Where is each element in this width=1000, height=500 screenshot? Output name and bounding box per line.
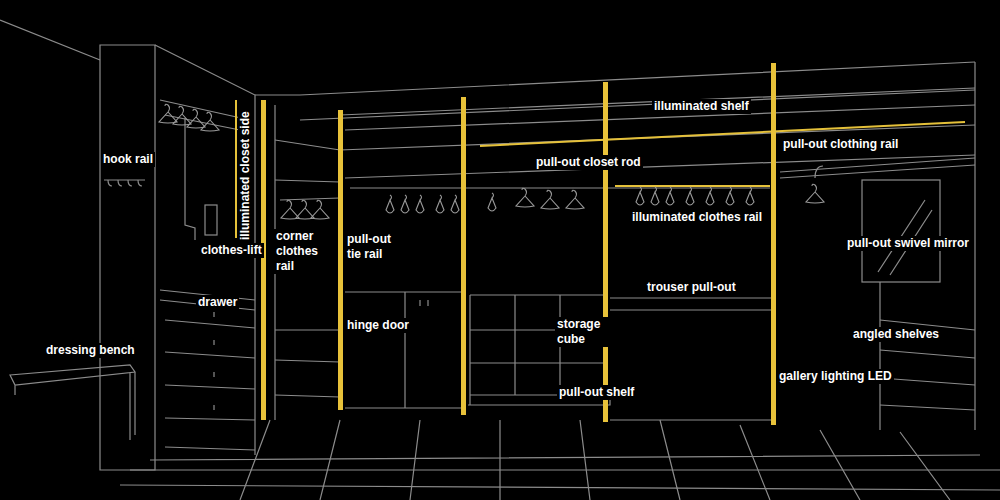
- part-label: pull-out shelf: [557, 385, 636, 400]
- closet-drawing: [201, 112, 219, 131]
- closet-drawing: [280, 198, 340, 200]
- closet-drawing: [261, 100, 266, 420]
- closet-drawing: [159, 104, 824, 219]
- closet-drawing: [0, 20, 1000, 500]
- part-label: storage cube: [555, 317, 609, 347]
- closet-drawing: [338, 110, 343, 410]
- part-label: trouser pull-out: [645, 280, 738, 295]
- closet-drawing: [610, 298, 775, 420]
- closet-drawing: [603, 82, 608, 422]
- closet-drawing: [401, 195, 409, 213]
- closet-drawing: [187, 109, 205, 128]
- part-label: hook rail: [101, 152, 155, 167]
- closet-drawing: [706, 187, 714, 205]
- closet-drawing: [461, 97, 466, 415]
- part-label: pull-out clothing rail: [781, 137, 900, 152]
- closet-drawing: [879, 282, 880, 430]
- closet-drawing: [726, 187, 734, 205]
- closet-drawing: [165, 320, 255, 450]
- closet-drawing: [780, 158, 975, 178]
- closet-drawing: [345, 155, 975, 178]
- closet-drawing: [420, 300, 428, 306]
- closet-drawing: [236, 100, 965, 238]
- closet-drawing: [10, 365, 135, 440]
- part-label: illuminated clothes rail: [630, 210, 764, 225]
- closet-drawing: [350, 187, 770, 188]
- part-label: dressing bench: [44, 343, 137, 358]
- closet-drawing: [311, 200, 329, 219]
- part-label: pull-out closet rod: [534, 155, 643, 170]
- closet-drawing: [255, 62, 975, 95]
- closet-drawing: [416, 195, 424, 213]
- closet-drawing: [566, 190, 584, 209]
- part-label: pull-out swivel mirror: [845, 236, 971, 251]
- closet-drawing: [300, 90, 975, 120]
- part-label: clothes-lift: [199, 243, 264, 258]
- closet-drawing: [436, 195, 444, 213]
- closet-drawing: [281, 200, 299, 219]
- closet-drawing: [541, 190, 559, 209]
- part-label: drawer: [196, 295, 239, 310]
- closet-drawing: [651, 187, 659, 205]
- part-label: hinge door: [345, 318, 411, 333]
- closet-drawing: [240, 420, 950, 500]
- closet-drawing: [771, 63, 776, 425]
- closet-drawing: [666, 187, 674, 205]
- closet-drawing: [275, 140, 340, 397]
- closet-drawing: [213, 312, 214, 410]
- closet-drawing: [159, 104, 177, 123]
- closet-drawing: [862, 180, 940, 282]
- closet-drawing: [516, 188, 534, 207]
- closet-drawing: [261, 63, 776, 425]
- closet-drawing: [636, 187, 644, 205]
- closet-drawing: [173, 106, 191, 125]
- closet-drawing: [974, 62, 975, 430]
- closet-drawing: [615, 185, 770, 187]
- closet-drawing: [160, 290, 255, 310]
- closet-drawing: [104, 180, 145, 186]
- part-label: corner clothes rail: [274, 229, 332, 274]
- part-label: gallery lighting LED: [777, 369, 894, 384]
- closet-drawing: [205, 205, 217, 235]
- closet-drawing: [746, 187, 754, 205]
- part-label: illuminated shelf: [652, 99, 751, 114]
- closet-drawing: [185, 118, 195, 240]
- closet-drawing: [815, 166, 823, 178]
- part-label: pull-out tie rail: [345, 232, 409, 262]
- closet-drawing: [235, 100, 237, 238]
- closet-drawing: [0, 20, 100, 60]
- closet-drawing: [120, 455, 1000, 490]
- closet-drawing: [100, 45, 155, 470]
- closet-drawing: [488, 193, 496, 211]
- closet-drawing: [296, 200, 314, 219]
- part-label: illuminated closet side: [238, 109, 253, 242]
- closet-drawing: [451, 195, 459, 213]
- closet-drawing: [806, 184, 824, 203]
- part-label: angled shelves: [851, 327, 941, 342]
- closet-drawing: [686, 187, 694, 205]
- closet-drawing: [345, 292, 465, 408]
- closet-drawing: [386, 195, 394, 213]
